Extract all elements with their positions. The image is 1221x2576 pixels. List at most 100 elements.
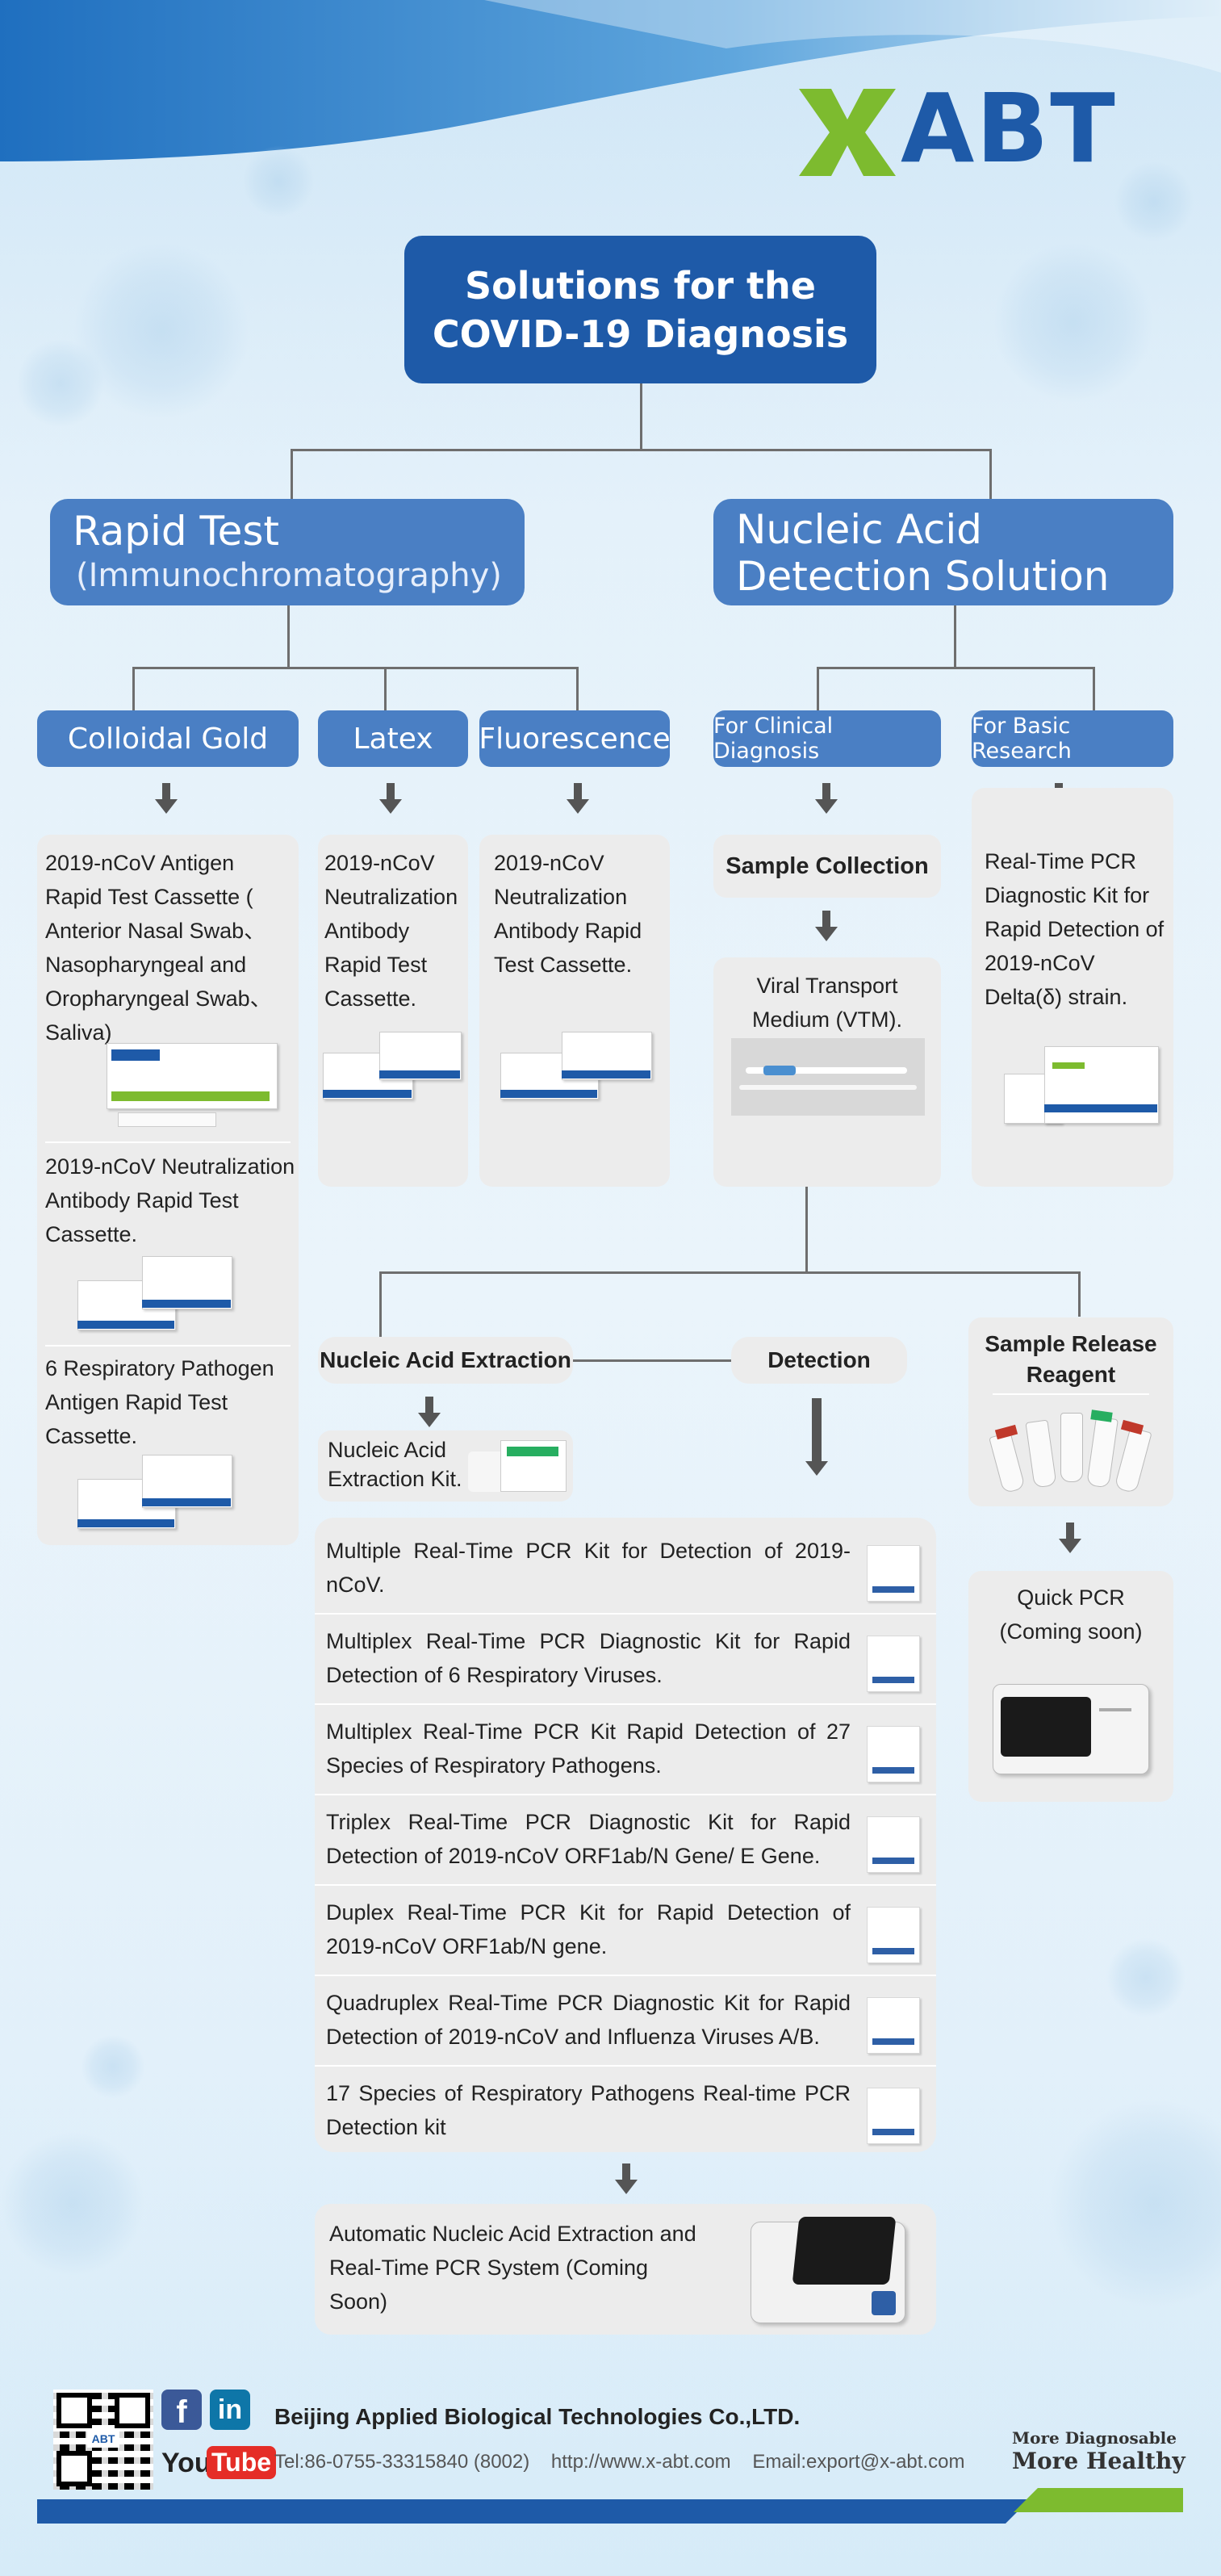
quick-pcr-card: Quick PCR (Coming soon) [968,1571,1173,1802]
connector-line [132,667,578,669]
latex-kit-image [323,1028,465,1109]
header-wave [0,0,1221,161]
reagent-tubes-image [980,1401,1162,1498]
detection-row: Triplex Real-Time PCR Diagnostic Kit for… [315,1794,936,1886]
latex-item: 2019-nCoV Neutralization Antibody Rapid … [324,851,458,1011]
delta-kit-image [1004,1046,1165,1135]
detection-item-7: 17 Species of Respiratory Pathogens Real… [326,2081,851,2139]
colloidal-item-3: 6 Respiratory Pathogen Antigen Rapid Tes… [45,1356,274,1448]
connector-line [640,383,642,450]
virus-decoration [1106,1937,1186,2018]
pcr-kit-box-icon [867,1636,920,1692]
detection-row: Duplex Real-Time PCR Kit for Rapid Detec… [315,1884,936,1976]
sample-release-label: Sample Release Reagent [985,1331,1157,1387]
rapid-test-title: Rapid Test [73,508,280,555]
extraction-kit-label: Nucleic Acid Extraction Kit. [328,1438,462,1491]
connector-line [576,667,579,710]
connector-line [384,667,387,710]
colloidal-item-1: 2019-nCoV Antigen Rapid Test Cassette ( … [45,851,272,1045]
colloidal-gold-pill: Colloidal Gold [37,710,299,767]
extraction-label-box: Nucleic Acid Extraction [318,1337,573,1384]
extraction-label: Nucleic Acid Extraction [320,1347,571,1372]
detection-row: 17 Species of Respiratory Pathogens Real… [315,2065,936,2155]
connector-line [1078,1271,1081,1317]
virus-decoration [73,242,250,420]
virus-decoration [16,339,105,428]
respiratory-kit-image [77,1455,239,1535]
youtube-label-you: You [161,2448,211,2478]
automatic-system-label: Automatic Nucleic Acid Extraction and Re… [329,2222,696,2314]
connector-line [817,667,819,710]
virus-decoration [0,2131,145,2277]
slogan-line-1: More Diagnosable [1012,2428,1177,2448]
detection-label: Detection [767,1347,871,1372]
abt-logo: ABT [799,76,1170,181]
qr-center-logo: ABT [87,2430,119,2448]
facebook-icon[interactable]: f [161,2390,202,2430]
main-title-line-1: Solutions for the [464,263,816,308]
rapid-test-subtitle: (Immunochromatography) [76,557,502,594]
detection-item-3: Multiplex Real-Time PCR Kit Rapid Detect… [326,1719,851,1778]
main-title-line-2: COVID-19 Diagnosis [432,312,849,356]
connector-line [291,449,293,499]
colloidal-gold-card: 2019-nCoV Antigen Rapid Test Cassette ( … [37,835,299,1545]
clinical-diagnosis-pill: For Clinical Diagnosis [713,710,941,767]
abt-x-mark-icon [799,89,896,176]
fluorescence-pill: Fluorescence [479,710,671,767]
vtm-swab-image [731,1038,925,1116]
detection-item-1: Multiple Real-Time PCR Kit for Detection… [326,1539,851,1597]
pcr-kit-box-icon [867,1997,920,2054]
contact-info: Tel:86-0755-33315840 (8002) http://www.x… [274,2451,965,2473]
slogan-line-2: More Healthy [1012,2448,1185,2474]
extraction-kit-card: Nucleic Acid Extraction Kit. [318,1430,573,1502]
linkedin-icon[interactable]: in [210,2390,250,2430]
connector-line [291,449,991,451]
vtm-card: Viral Transport Medium (VTM). [713,957,941,1187]
footer-stripe [37,2488,1183,2524]
research-card: Real-Time PCR Diagnostic Kit for Rapid D… [972,788,1173,1187]
detection-item-5: Duplex Real-Time PCR Kit for Rapid Detec… [326,1900,851,1958]
connector-line [954,605,956,667]
virus-decoration [1049,2099,1221,2309]
automatic-system-card: Automatic Nucleic Acid Extraction and Re… [315,2204,936,2335]
colloidal-item-2: 2019-nCoV Neutralization Antibody Rapid … [45,1154,295,1246]
connector-line [573,1359,731,1362]
detection-list-card [315,1518,936,2152]
logo-text: ABT [901,73,1117,184]
connector-line [989,449,992,499]
extraction-kit-image [468,1435,568,1497]
neutralization-kit-image [77,1256,239,1337]
detection-label-box: Detection [731,1337,907,1384]
connector-line [379,1271,382,1338]
connector-line [287,605,290,667]
sample-collection-box: Sample Collection [713,835,941,898]
fluorescence-item: 2019-nCoV Neutralization Antibody Rapid … [494,851,642,977]
detection-row: Multiplex Real-Time PCR Diagnostic Kit f… [315,1613,936,1705]
virus-decoration [242,145,315,218]
virus-decoration [993,242,1154,404]
detection-item-4: Triplex Real-Time PCR Diagnostic Kit for… [326,1810,851,1868]
sample-release-card: Sample Release Reagent [968,1317,1173,1506]
detection-row: Multiple Real-Time PCR Kit for Detection… [315,1523,936,1615]
pcr-kit-box-icon [867,1726,920,1782]
vtm-label: Viral Transport Medium (VTM). [751,974,902,1032]
detection-row: Multiplex Real-Time PCR Kit Rapid Detect… [315,1703,936,1795]
main-title: Solutions for the COVID-19 Diagnosis [404,236,876,383]
rapid-test-category: Rapid Test (Immunochromatography) [50,499,525,605]
youtube-icon[interactable]: You Tube [161,2446,277,2483]
quick-pcr-device-image [993,1668,1151,1781]
automatic-system-device-image [751,2214,912,2328]
nucleic-title-line-1: Nucleic Acid [736,506,982,553]
company-name: Beijing Applied Biological Technologies … [274,2404,801,2429]
connector-line [805,1187,808,1272]
detection-row: Quadruplex Real-Time PCR Diagnostic Kit … [315,1975,936,2067]
detection-item-2: Multiplex Real-Time PCR Diagnostic Kit f… [326,1629,851,1687]
connector-line [1093,667,1095,710]
fluorescence-card: 2019-nCoV Neutralization Antibody Rapid … [479,835,670,1187]
sample-collection-label: Sample Collection [725,852,929,879]
connector-line [817,667,1094,669]
pcr-kit-box-icon [867,2088,920,2144]
basic-research-pill: For Basic Research [972,710,1173,767]
latex-card: 2019-nCoV Neutralization Antibody Rapid … [318,835,468,1187]
latex-pill: Latex [318,710,468,767]
